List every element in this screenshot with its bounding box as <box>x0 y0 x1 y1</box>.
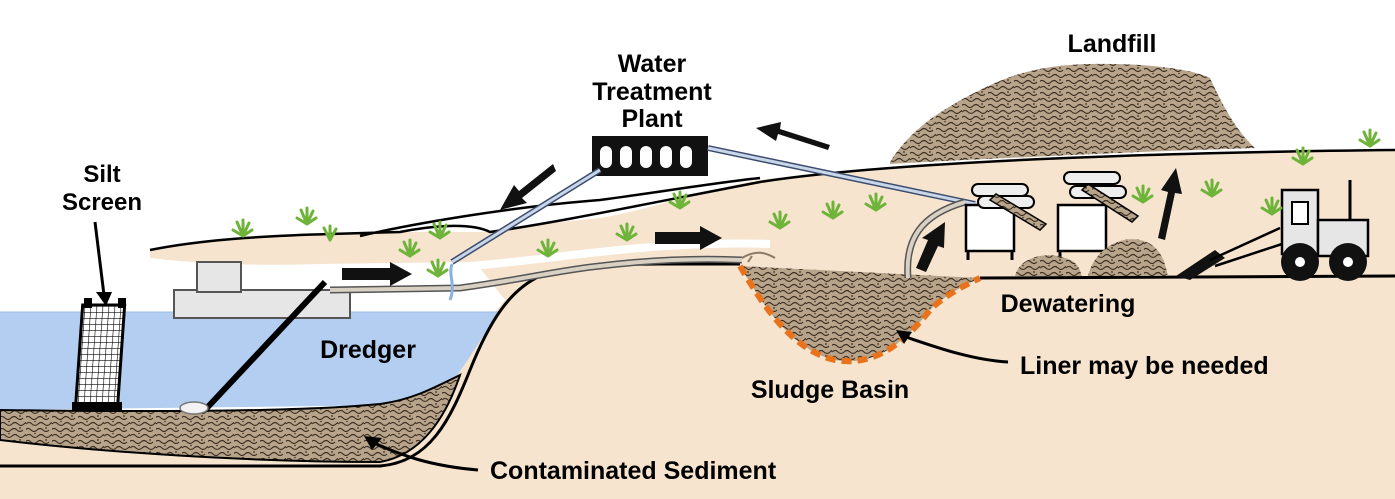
contaminated-sediment-layer <box>0 373 462 464</box>
dewatered-pile-2 <box>1088 239 1168 276</box>
back-bank-ridge <box>359 176 761 238</box>
liner-label: Liner may be needed <box>1020 352 1269 380</box>
silt-screen-leader <box>93 221 106 296</box>
liner-leader <box>902 334 1009 364</box>
dewatering-unit-1 <box>964 183 1048 260</box>
sediment-leader <box>371 440 479 472</box>
contaminated-sediment-label: Contaminated Sediment <box>490 457 777 485</box>
water-treatment-label-line3: Plant <box>621 105 683 133</box>
arrow-to-landfill <box>1158 168 1182 240</box>
arrow-basin-up <box>916 222 945 272</box>
silt-screen <box>72 298 127 411</box>
silt-screen-label-line1: Silt <box>83 161 120 188</box>
sludge-basin-label: Sludge Basin <box>751 376 909 404</box>
silt-screen-arrowhead <box>96 292 112 306</box>
silt-screen-label-line2: Screen <box>62 189 142 216</box>
dewatered-pile-1 <box>1015 255 1082 276</box>
water-treatment-label-line2: Treatment <box>592 78 712 106</box>
dewatering-label: Dewatering <box>1001 290 1136 318</box>
sediment-arrowhead <box>364 436 382 450</box>
return-water-stream <box>448 263 454 301</box>
arrow-to-plant <box>756 122 830 150</box>
landfill-label: Landfill <box>1068 30 1157 58</box>
arrow-dredger-out <box>342 262 412 286</box>
water-treatment-plant <box>592 136 708 176</box>
dewatering-unit-2 <box>1056 171 1140 260</box>
liner-arrowhead <box>896 330 912 344</box>
dredger <box>173 261 351 415</box>
basin-liner <box>737 264 982 365</box>
arrow-to-basin <box>655 226 722 250</box>
landfill-mound <box>890 63 1255 164</box>
dredger-label: Dredger <box>320 336 416 364</box>
flow-arrows <box>342 122 1182 286</box>
vegetation <box>231 128 1381 278</box>
sludge-basin <box>740 266 980 362</box>
front-loader <box>1176 180 1370 281</box>
sludge-splash <box>741 251 776 263</box>
water-treatment-label-line1: Water <box>618 50 687 78</box>
arrow-plant-out <box>500 164 556 210</box>
